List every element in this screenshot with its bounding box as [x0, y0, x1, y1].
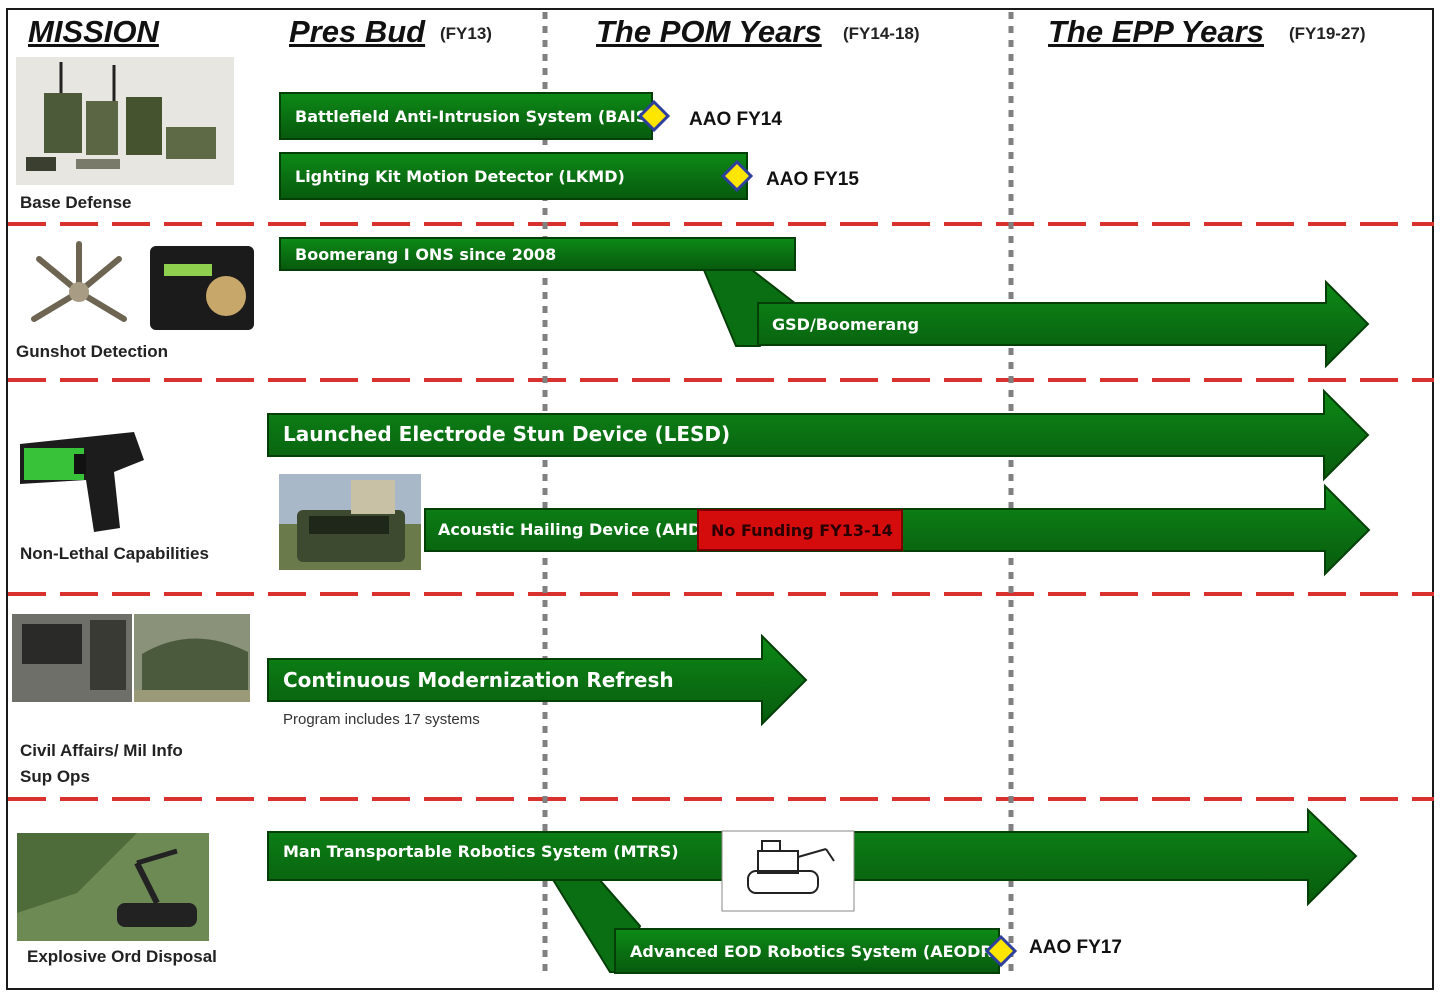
cmr-note: Program includes 17 systems: [283, 711, 480, 728]
bais-milestone-label: AAO FY14: [689, 109, 782, 130]
lesd-label: Launched Electrode Stun Device (LESD): [283, 422, 731, 446]
non-lethal-image: [20, 432, 144, 532]
civil-affairs-image: [12, 614, 250, 702]
base-defense-image: [16, 57, 234, 185]
pres-bud-header: Pres Bud: [289, 14, 426, 49]
pom-years-fy: (FY14-18): [843, 24, 920, 43]
ahd-vehicle-image: [279, 474, 421, 570]
ahd-no-funding-box: No Funding FY13-14: [697, 509, 903, 551]
boomerang-bar: Boomerang I ONS since 2008: [279, 237, 796, 271]
lkmd-milestone-label: AAO FY15: [766, 169, 859, 190]
mission-header: MISSION: [28, 14, 159, 49]
mtrs-label: Man Transportable Robotics System (MTRS): [283, 842, 679, 861]
pres-bud-fy: (FY13): [440, 24, 492, 43]
aeodrs-bar: Advanced EOD Robotics System (AEODRS): [614, 928, 1012, 974]
robot-sketch-image: [721, 830, 855, 912]
bais-milestone-diamond: [637, 99, 671, 133]
mission-civil-affairs-line1: Civil Affairs/ Mil Info: [20, 741, 183, 760]
cmr-label: Continuous Modernization Refresh: [283, 668, 674, 692]
mission-eod: Explosive Ord Disposal: [27, 947, 217, 966]
cmr-arrow: [267, 633, 808, 727]
gsd-arrow: [757, 279, 1370, 369]
ahd-label: Acoustic Hailing Device (AHD): [438, 520, 709, 539]
pom-years-header: The POM Years: [596, 14, 822, 49]
eod-robot-image: [17, 833, 209, 941]
chart-frame: [6, 8, 1434, 990]
mission-civil-affairs-line2: Sup Ops: [20, 767, 90, 786]
lkmd-milestone-diamond: [720, 159, 754, 193]
gunshot-detection-image: [31, 241, 254, 330]
gsd-label: GSD/Boomerang: [772, 315, 920, 334]
aeodrs-milestone-label: AAO FY17: [1029, 937, 1122, 958]
bais-bar: Battlefield Anti-Intrusion System (BAIS): [279, 92, 655, 140]
epp-years-fy: (FY19-27): [1289, 24, 1366, 43]
mission-gunshot-detection: Gunshot Detection: [16, 342, 169, 361]
lesd-arrow: [267, 388, 1370, 482]
lkmd-bar: Lighting Kit Motion Detector (LKMD): [279, 152, 748, 200]
aeodrs-milestone-diamond: [984, 934, 1018, 968]
mission-non-lethal: Non-Lethal Capabilities: [20, 544, 209, 563]
mission-base-defense: Base Defense: [20, 193, 132, 212]
epp-years-header: The EPP Years: [1048, 14, 1264, 49]
